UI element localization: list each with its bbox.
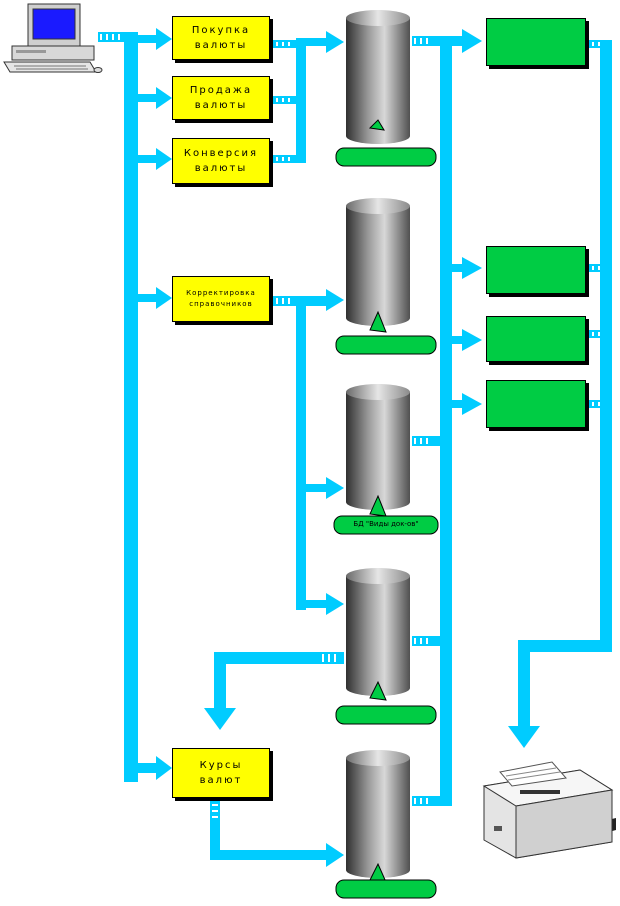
db-cylinder-docs (333, 384, 439, 535)
computer-icon (3, 3, 103, 73)
process-sell[interactable]: Продажа валюты (172, 76, 270, 120)
process-sell-label: Продажа валюты (189, 85, 253, 111)
connector-stubs (100, 34, 600, 818)
process-buy-label: Покупка валюты (191, 25, 251, 51)
process-convert-label: Конверсия валюты (183, 148, 259, 174)
process-rates-label: Курсы валют (199, 760, 243, 786)
db-cylinder-clients (335, 198, 437, 355)
process-buy[interactable]: Покупка валюты (172, 16, 270, 60)
report-box-3[interactable] (486, 316, 586, 362)
db-label-docs: БД "Виды док-ов" (353, 520, 419, 528)
db-cylinder-rates (335, 750, 437, 899)
process-convert[interactable]: Конверсия валюты (172, 138, 270, 184)
process-reference-correction[interactable]: Корректировка справочников (172, 276, 270, 322)
printer-icon (482, 761, 616, 859)
process-rates[interactable]: Курсы валют (172, 748, 270, 798)
process-reference-correction-label: Корректировка справочников (186, 289, 256, 308)
report-box-2[interactable] (486, 246, 586, 294)
db-cylinder-ops (335, 10, 437, 167)
db-cylinder-cur (335, 568, 437, 725)
report-box-4[interactable] (486, 380, 586, 428)
report-box-1[interactable] (486, 18, 586, 66)
